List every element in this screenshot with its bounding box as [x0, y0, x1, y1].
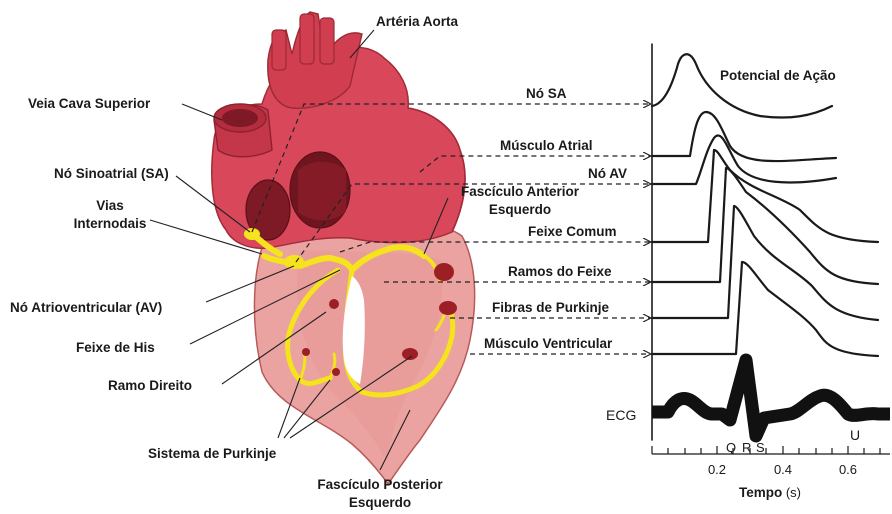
axis-title: Tempo (s): [739, 485, 801, 500]
ecg-t: T: [825, 412, 833, 427]
tick-label-0-6: 0.6: [839, 462, 857, 477]
atrium-shadow: [298, 162, 346, 221]
tick-label-0-2: 0.2: [708, 462, 726, 477]
ecg-p: P: [684, 414, 693, 429]
axis-title-unit: (s): [782, 485, 801, 500]
label-trace-musculo-atrial: Músculo Atrial: [500, 138, 593, 153]
label-trace-ramos-feixe: Ramos do Feixe: [508, 264, 612, 279]
label-trace-musculo-ventricular: Músculo Ventricular: [484, 336, 613, 351]
label-sistema-purkinje: Sistema de Purkinje: [148, 446, 277, 461]
label-fasc-post-line1: Fascículo Posterior: [317, 477, 443, 492]
papillary-1: [434, 263, 454, 281]
tick-label-0-4: 0.4: [774, 462, 792, 477]
trace-musculo-ventricular: [652, 262, 878, 356]
trace-no-sa: [652, 54, 832, 117]
trace-feixe-comum: [652, 150, 878, 242]
ecg-q: Q: [726, 440, 736, 455]
aorta-branch-3: [320, 18, 334, 64]
label-veia-cava: Veia Cava Superior: [28, 96, 151, 111]
trace-musculo-atrial: [652, 112, 836, 161]
papillary-5: [302, 348, 310, 356]
trace-fibras-purkinje: [652, 206, 878, 320]
label-vias-line1: Vias: [96, 198, 124, 213]
label-trace-fibras-purkinje: Fibras de Purkinje: [492, 300, 610, 315]
label-ramo-direito: Ramo Direito: [108, 378, 192, 393]
label-trace-no-sa: Nó SA: [526, 86, 567, 101]
papillary-3: [402, 348, 418, 360]
label-fasc-post-line2: Esquerdo: [349, 495, 411, 510]
ecg-s: S: [756, 440, 765, 455]
ecg-u: U: [850, 427, 860, 443]
ecg-label: ECG: [606, 407, 636, 423]
papillary-2: [439, 301, 457, 315]
label-arteria-aorta: Artéria Aorta: [376, 14, 459, 29]
label-trace-feixe-comum: Feixe Comum: [528, 224, 617, 239]
label-feixe-his: Feixe de His: [76, 340, 155, 355]
label-no-av: Nó Atrioventricular (AV): [10, 300, 162, 315]
label-no-sinoatrial: Nó Sinoatrial (SA): [54, 166, 169, 181]
label-trace-no-av: Nó AV: [588, 166, 627, 181]
ecg-trace: ECG P T U Q R S: [606, 356, 890, 455]
time-axis: [652, 446, 890, 454]
heart-illustration: [212, 12, 475, 484]
av-node: [284, 255, 304, 269]
papillary-4: [329, 299, 339, 309]
aorta-branch-1: [272, 30, 286, 70]
aorta-branch-2: [300, 14, 314, 64]
axis-title-bold: Tempo: [739, 485, 782, 500]
label-fasc-ant-line2: Esquerdo: [489, 202, 551, 217]
label-potencial-acao: Potencial de Ação: [720, 68, 836, 83]
label-fasc-ant-line1: Fascículo Anterior: [461, 184, 580, 199]
papillary-6: [332, 368, 340, 376]
vena-cava-lumen: [222, 109, 258, 127]
label-vias-line2: Internodais: [74, 216, 147, 231]
action-potential-traces: [652, 44, 878, 440]
trace-ramos-feixe: [652, 168, 878, 284]
